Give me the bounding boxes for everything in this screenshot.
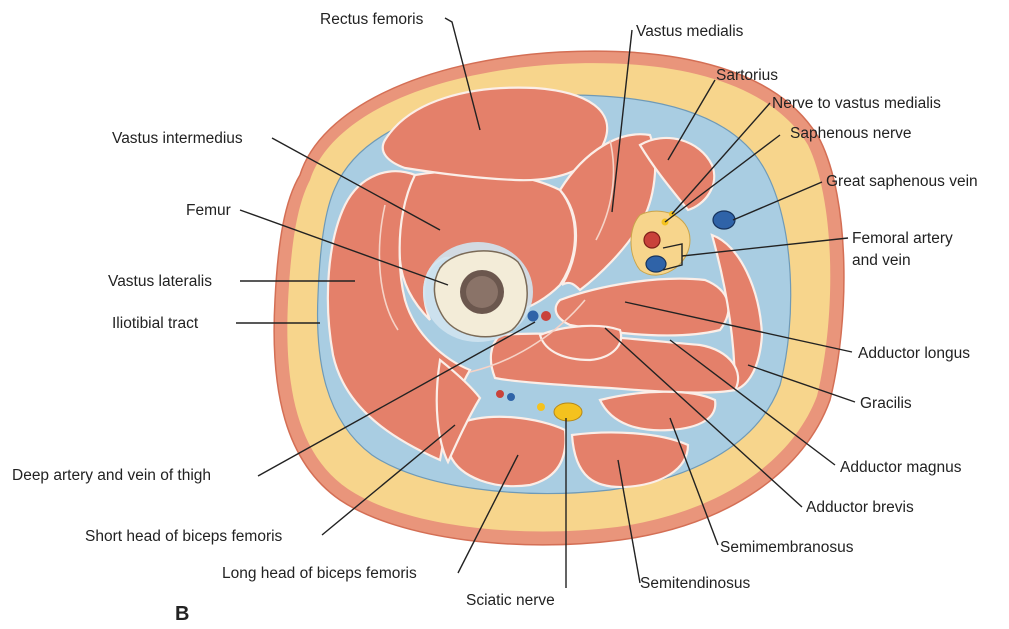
- label-vastus-intermedius: Vastus intermedius: [112, 130, 243, 147]
- label-adductor-magnus: Adductor magnus: [840, 459, 962, 476]
- label-saphenous-nerve: Saphenous nerve: [790, 125, 912, 142]
- label-deep-artery-and-vein-of-thigh: Deep artery and vein of thigh: [12, 467, 211, 484]
- label-adductor-longus: Adductor longus: [858, 345, 970, 362]
- label-sartorius: Sartorius: [716, 67, 778, 84]
- label-semitendinosus: Semitendinosus: [640, 575, 751, 592]
- label-nerve-to-vastus-medialis: Nerve to vastus medialis: [772, 95, 941, 112]
- femoral-artery: [644, 232, 660, 248]
- label-vastus-lateralis: Vastus lateralis: [108, 273, 212, 290]
- label-femoral-artery: Femoral artery: [852, 230, 953, 247]
- label-vastus-medialis: Vastus medialis: [636, 23, 744, 40]
- femur-marrow-texture: [466, 276, 498, 308]
- label-long-head-of-biceps-femoris: Long head of biceps femoris: [222, 565, 417, 582]
- label-iliotibial-tract: Iliotibial tract: [112, 315, 199, 332]
- label-great-saphenous-vein: Great saphenous vein: [826, 173, 978, 190]
- panel-letter: B: [175, 603, 189, 625]
- label-adductor-brevis: Adductor brevis: [806, 499, 914, 516]
- label-gracilis: Gracilis: [860, 395, 912, 412]
- sciatic-nerve: [554, 403, 582, 421]
- label-short-head-of-biceps-femoris: Short head of biceps femoris: [85, 528, 283, 545]
- label-and-vein: and vein: [852, 252, 911, 269]
- label-femur: Femur: [186, 202, 231, 219]
- label-sciatic-nerve: Sciatic nerve: [466, 592, 555, 609]
- label-semimembranosus: Semimembranosus: [720, 539, 854, 556]
- great-saphenous-vein: [713, 211, 735, 229]
- label-rectus-femoris: Rectus femoris: [320, 11, 424, 28]
